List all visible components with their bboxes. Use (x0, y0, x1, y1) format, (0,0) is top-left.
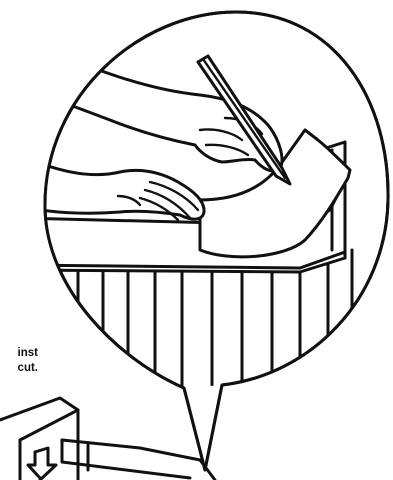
instruction-text-line-2: cut. (0, 361, 38, 375)
furniture-frame (0, 398, 215, 480)
instruction-text-line-1: inst (0, 346, 38, 360)
